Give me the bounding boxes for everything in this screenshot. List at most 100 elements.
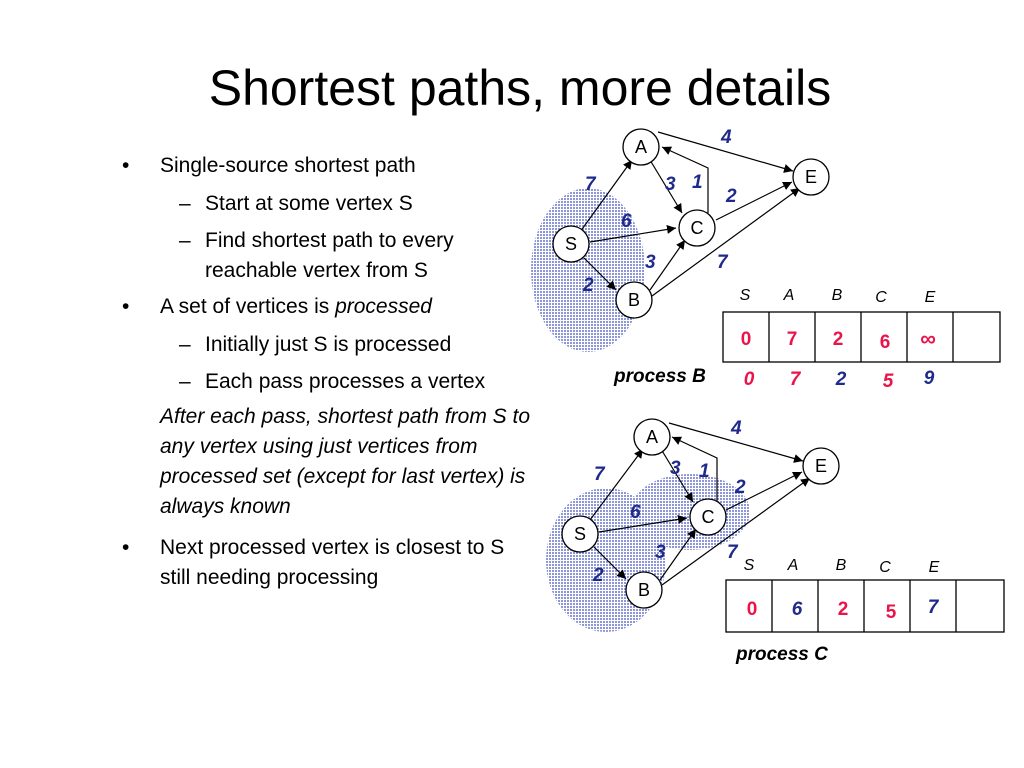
edge-b-e-2	[661, 477, 811, 586]
table1-header-c: C	[875, 289, 887, 306]
sub-bullet-start: Start at some vertex S	[179, 189, 525, 219]
table2-cell-s: 0	[747, 599, 758, 620]
table1-cell-a: 7	[787, 329, 798, 350]
table2-header-e: E	[929, 559, 940, 576]
vertex-e-2	[802, 447, 840, 485]
edge-a-e-1	[657, 131, 794, 173]
edge-a-c-2	[660, 448, 694, 503]
caption-process-c: process C	[735, 644, 828, 665]
table1-row2-s: 0	[744, 369, 755, 390]
caption-process-b: process B	[613, 366, 706, 387]
bullet-processed-em: processed	[335, 295, 432, 318]
edge-s-a-2	[589, 448, 644, 521]
weight-ae-1: 4	[720, 127, 732, 148]
weight-ac-1: 3	[665, 174, 676, 195]
diagram-2: A C E S B 7 3 1 4 2 6 3 2 7 S A B C E 0 …	[546, 418, 1005, 665]
sub-bullet-each-pass: Each pass processes a vertex	[179, 367, 525, 397]
note-after-each-pass: After each pass, shortest path from S to…	[150, 402, 545, 522]
table2-header-c: C	[879, 559, 891, 576]
edge-s-b-2	[593, 546, 627, 580]
weight-sb-2: 2	[592, 565, 604, 586]
table1-header-b: B	[832, 287, 843, 304]
table1-cell-c: 6	[880, 332, 891, 353]
weight-ae-2: 4	[730, 418, 742, 439]
table1-cell-b: 2	[833, 329, 844, 350]
table2-cell-e: 7	[928, 597, 940, 618]
processed-region-2b	[630, 474, 750, 550]
edge-s-b-1	[583, 257, 617, 291]
weight-sc-2: 6	[630, 502, 641, 523]
edge-b-c-1	[649, 239, 686, 291]
bullet-single-source: Single-source shortest path	[122, 151, 520, 181]
weight-bc-2: 3	[655, 542, 666, 563]
table1-header-e: E	[925, 289, 936, 306]
weight-ca-2: 1	[699, 461, 710, 482]
weight-ce-1: 2	[725, 186, 737, 207]
edge-s-c-2	[598, 514, 688, 533]
vertex-s-label-1: S	[565, 234, 577, 254]
edge-s-a-1	[579, 159, 633, 233]
edge-c-e-2	[725, 471, 803, 511]
vertex-b-1	[615, 281, 653, 319]
weight-ce-2: 2	[734, 477, 746, 498]
vertex-a-1	[622, 128, 660, 166]
table1-header-a: A	[783, 287, 795, 304]
table1-row2-e: 9	[924, 368, 935, 389]
vertex-a-label-1: A	[635, 137, 647, 157]
vertex-b-label-2: B	[638, 580, 650, 600]
vertex-e-1	[792, 158, 830, 196]
weight-sa-2: 7	[594, 464, 606, 485]
weight-bc-1: 3	[645, 252, 656, 273]
table2-cell-c: 5	[886, 602, 897, 623]
sub-bullet-initially: Initially just S is processed	[179, 330, 525, 360]
edge-a-e-2	[668, 422, 804, 463]
bullet-processed-set: A set of vertices is processed	[122, 292, 520, 322]
note-text: After each pass, shortest path from S to…	[160, 405, 531, 518]
table2-header-s: S	[744, 557, 755, 574]
weight-ac-2: 3	[670, 458, 681, 479]
bullet-processed-text: A set of vertices is	[160, 295, 336, 318]
vertex-b-2	[625, 571, 663, 609]
weight-sa-1: 7	[585, 174, 597, 195]
edge-c-a-1	[661, 146, 709, 213]
table1-row2-a: 7	[790, 369, 802, 390]
weight-be-2: 7	[727, 542, 739, 563]
vertex-a-label-2: A	[646, 427, 658, 447]
edge-b-c-2	[659, 528, 697, 581]
vertex-c-2	[689, 498, 727, 536]
weight-sb-1: 2	[582, 275, 594, 296]
table2-frame	[725, 579, 1005, 633]
weight-sc-1: 6	[621, 211, 632, 232]
vertex-e-label-1: E	[805, 167, 817, 187]
vertex-a-2	[633, 418, 671, 456]
vertex-c-label-1: C	[691, 218, 704, 238]
weight-be-1: 7	[717, 252, 729, 273]
processed-region-1	[531, 188, 645, 352]
bullet-next-processed: Next processed vertex is closest to S st…	[122, 533, 540, 593]
table2-header-b: B	[836, 557, 847, 574]
sub-bullet-find: Find shortest path to every reachable ve…	[179, 226, 525, 286]
table2-header-a: A	[787, 557, 799, 574]
table1-cell-s: 0	[741, 329, 752, 350]
vertex-s-label-2: S	[574, 524, 586, 544]
table2-cell-b: 2	[838, 599, 849, 620]
table2-cell-a: 6	[792, 599, 803, 620]
vertex-s-2	[561, 515, 599, 553]
edge-a-c-1	[649, 159, 683, 214]
vertex-c-1	[678, 209, 716, 247]
edge-s-c-1	[589, 225, 677, 243]
table1-row2-c: 5	[883, 371, 894, 392]
table1-header-s: S	[740, 287, 751, 304]
slide-title: Shortest paths, more details	[208, 60, 832, 116]
vertex-e-label-2: E	[815, 456, 827, 476]
vertex-b-label-1: B	[628, 290, 640, 310]
weight-ca-1: 1	[692, 172, 703, 193]
diagram-1: A C E S B 7 3 1 4 2 6 3 2 7 S A B C E 0 …	[531, 127, 1001, 392]
edge-c-a-2	[671, 436, 718, 502]
table1-row2-b: 2	[835, 369, 847, 390]
edge-b-e-1	[651, 187, 801, 297]
edge-c-e-1	[715, 181, 793, 221]
table1-cell-e: ∞	[920, 326, 936, 351]
vertex-c-label-2: C	[702, 507, 715, 527]
